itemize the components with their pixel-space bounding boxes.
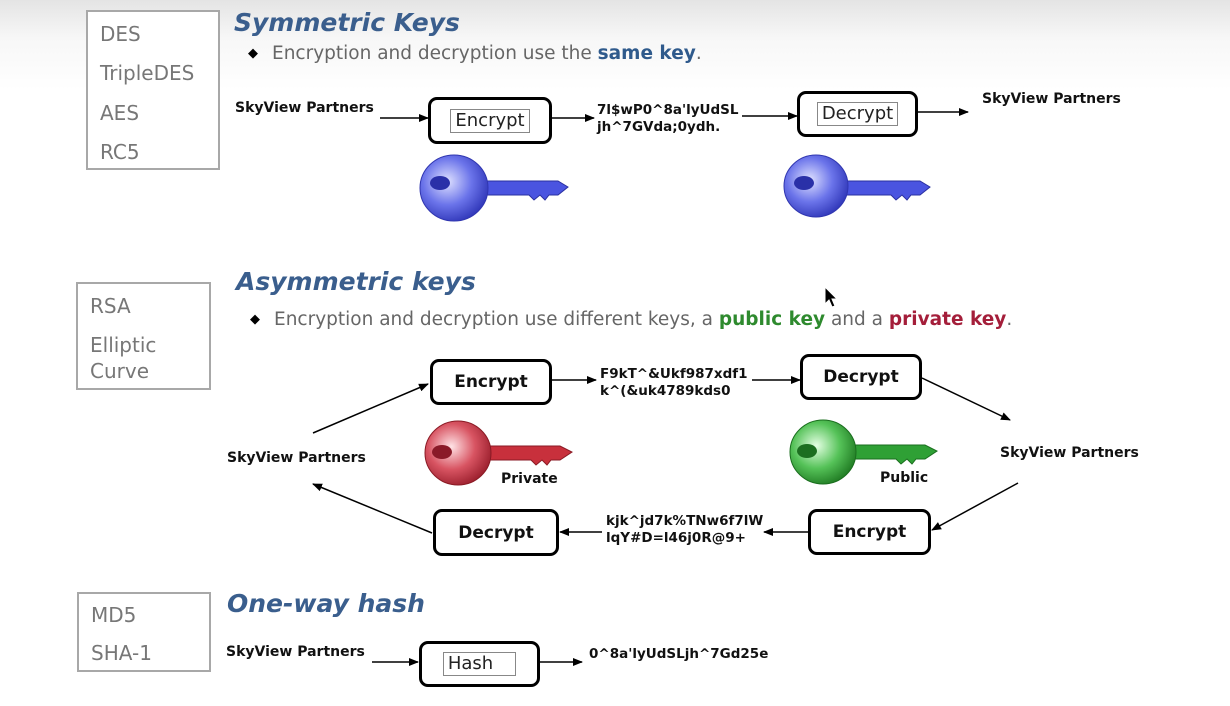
bullet-diamond-icon: ◆ — [248, 46, 258, 61]
symmetric-title: Symmetric Keys — [234, 8, 460, 37]
algorithm-md5: MD5 — [91, 603, 137, 627]
asymmetric-bottom-encrypt-label: Encrypt — [832, 522, 907, 542]
arrow-left-to-top-encrypt — [312, 383, 429, 434]
asymmetric-top-decrypt-label: Decrypt — [823, 367, 899, 387]
asymmetric-bottom-cipher-line-2: lqY#D=l46j0R@9+ — [606, 530, 746, 546]
asymmetric-bottom-cipher-line-1: kjk^jd7k%TNw6f7lW — [606, 513, 764, 529]
algorithm-des: DES — [100, 22, 141, 46]
asymmetric-bullet-mid: and a — [825, 309, 889, 330]
algorithm-curve: Curve — [90, 359, 150, 383]
public-key-icon — [789, 419, 938, 485]
asymmetric-bottom-encrypt-box: Encrypt — [808, 509, 931, 555]
hash-digest: 0^8a'lyUdSLjh^7Gd25e — [589, 646, 769, 662]
algorithm-rsa: RSA — [90, 294, 131, 318]
arrow-right-to-bottom-encrypt — [931, 482, 1019, 531]
asymmetric-top-cipher-line-2: k^(&uk4789kds0 — [600, 383, 731, 399]
arrow-top-decrypt-to-right — [921, 377, 1011, 421]
arrow-bottom-decrypt-to-left — [312, 483, 433, 534]
symmetric-ciphertext: 7l$wP0^8a'lyUdSL jh^7GVda;0ydh. — [597, 102, 739, 136]
asymmetric-bullet-end: . — [1006, 309, 1013, 330]
symmetric-encrypt-key-icon — [419, 154, 569, 222]
hash-label: Hash — [442, 652, 517, 676]
symmetric-encrypt-label: Encrypt — [450, 108, 530, 133]
symmetric-cipher-line-2: jh^7GVda;0ydh. — [597, 119, 721, 135]
asymmetric-top-ciphertext: F9kT^&Ukf987xdf1 k^(&uk4789kds0 — [600, 366, 748, 400]
symmetric-decrypt-box: Decrypt — [797, 91, 918, 137]
symmetric-bullet: ◆ Encryption and decryption use the same … — [248, 43, 702, 64]
symmetric-bullet-emphasis: same key — [597, 43, 696, 64]
symmetric-sender: SkyView Partners — [235, 100, 374, 116]
asymmetric-top-decrypt-box: Decrypt — [800, 354, 922, 400]
symmetric-decrypt-label: Decrypt — [816, 102, 899, 126]
hash-sender: SkyView Partners — [226, 644, 365, 660]
asymmetric-title: Asymmetric keys — [236, 267, 476, 296]
symmetric-receiver: SkyView Partners — [982, 91, 1121, 107]
asymmetric-right-party: SkyView Partners — [1000, 445, 1139, 461]
bullet-diamond-icon: ◆ — [250, 312, 260, 327]
symmetric-decrypt-key-icon — [783, 154, 931, 218]
symmetric-bullet-end: . — [695, 43, 702, 64]
asymmetric-left-party: SkyView Partners — [227, 450, 366, 466]
private-key-label: Private — [501, 471, 558, 487]
algorithm-sha1: SHA-1 — [91, 641, 152, 665]
hash-title: One-way hash — [227, 589, 425, 618]
algorithm-elliptic: Elliptic — [90, 333, 157, 357]
algorithm-aes: AES — [100, 101, 140, 125]
hash-box: Hash — [419, 641, 540, 687]
asymmetric-bottom-decrypt-label: Decrypt — [458, 522, 534, 543]
asymmetric-top-encrypt-label: Encrypt — [454, 372, 528, 392]
asymmetric-bottom-ciphertext: kjk^jd7k%TNw6f7lW lqY#D=l46j0R@9+ — [606, 513, 763, 547]
public-key-label: Public — [880, 470, 929, 486]
private-key-icon — [424, 420, 573, 486]
algorithm-tripledes: TripleDES — [100, 61, 195, 85]
asymmetric-bullet-public: public key — [718, 309, 826, 330]
hash-algorithm-list: MD5 SHA-1 — [77, 592, 211, 672]
asymmetric-top-cipher-line-1: F9kT^&Ukf987xdf1 — [600, 366, 748, 382]
symmetric-algorithm-list: DES TripleDES AES RC5 — [86, 10, 220, 170]
asymmetric-bullet: ◆ Encryption and decryption use different… — [250, 309, 1012, 330]
mouse-cursor-icon — [824, 286, 839, 308]
symmetric-bullet-text: Encryption and decryption use the — [272, 43, 598, 64]
symmetric-cipher-line-1: 7l$wP0^8a'lyUdSL — [597, 102, 739, 118]
asymmetric-bullet-text: Encryption and decryption use different … — [274, 309, 719, 330]
asymmetric-top-encrypt-box: Encrypt — [430, 359, 552, 405]
algorithm-rc5: RC5 — [100, 140, 140, 164]
asymmetric-bottom-decrypt-box: Decrypt — [433, 509, 559, 556]
asymmetric-algorithm-list: RSA Elliptic Curve — [76, 282, 211, 390]
symmetric-encrypt-box: Encrypt — [428, 97, 552, 144]
asymmetric-bullet-private: private key — [888, 309, 1007, 330]
